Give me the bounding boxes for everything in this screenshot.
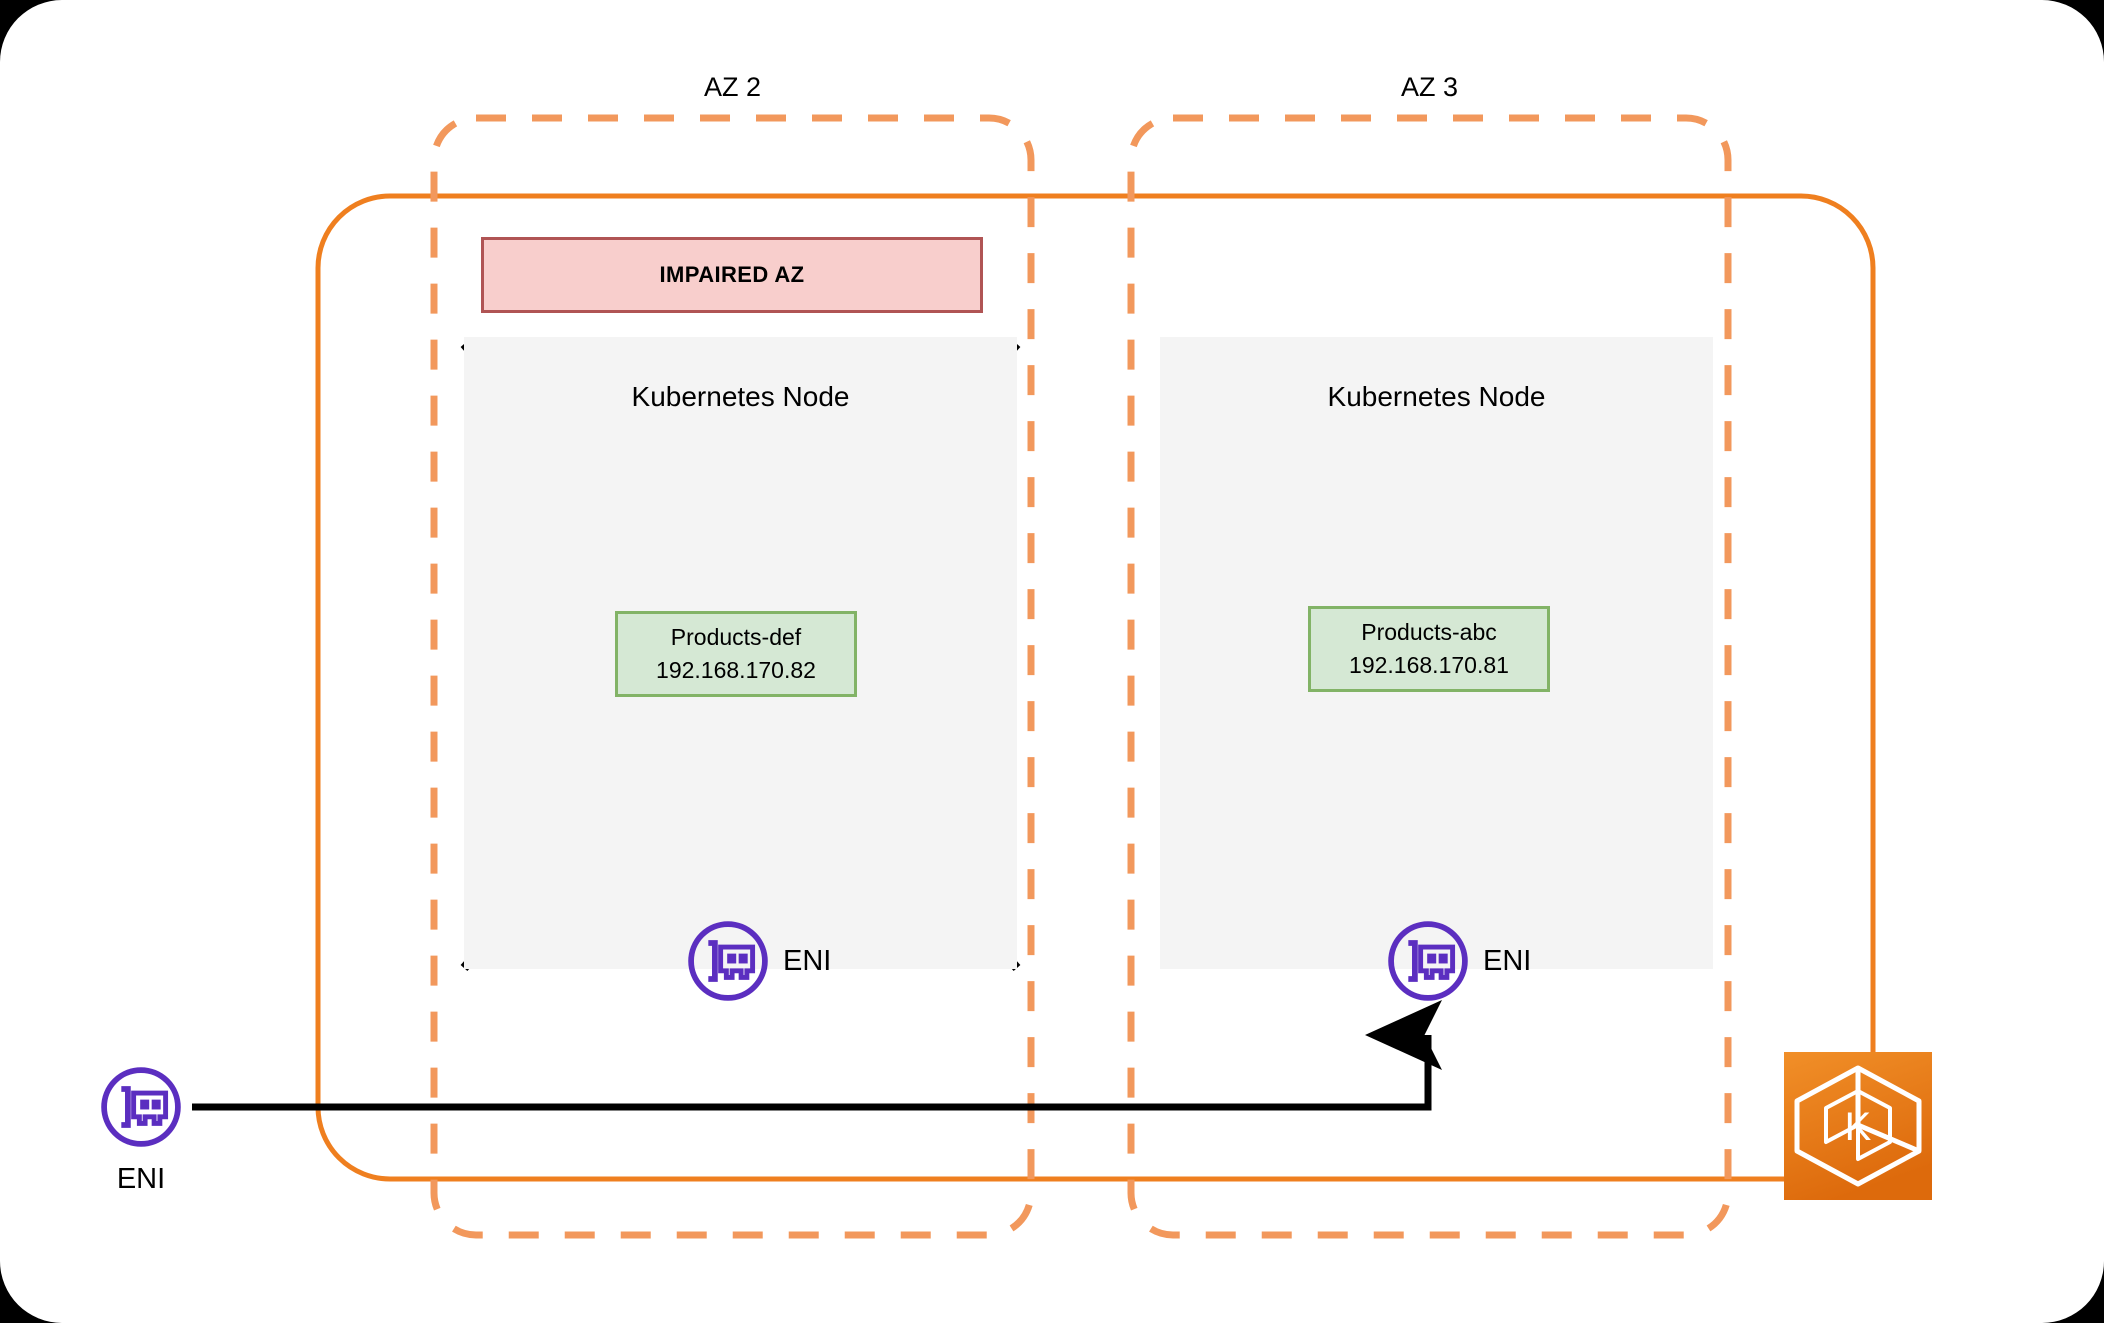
az3-eni-group: ENI [1387, 920, 1531, 1002]
network-interface-card-icon [101, 1067, 181, 1147]
az2-label: AZ 2 [703, 72, 762, 102]
az2-eni-label: ENI [783, 944, 832, 977]
external-eni-group [100, 1066, 182, 1148]
external-eni-label: ENI [116, 1163, 166, 1195]
eni-connector-path [192, 1000, 1442, 1111]
az3-pod-ip: 192.168.170.81 [1349, 652, 1509, 678]
svg-text:K: K [1845, 1105, 1872, 1149]
az2-pod-name: Products-def [670, 623, 802, 650]
impaired-az-text: IMPAIRED AZ [659, 262, 805, 287]
az2-node-title: Kubernetes Node [631, 381, 850, 412]
az3-eni-label: ENI [1483, 944, 1532, 977]
az3-node-title: Kubernetes Node [1327, 381, 1546, 412]
az2-pod-products-def: Products-def 192.168.170.82 [615, 611, 857, 697]
az3-pod-products-abc: Products-abc 192.168.170.81 [1308, 606, 1550, 692]
az2-pod-ip: 192.168.170.82 [656, 657, 816, 683]
az3-label: AZ 3 [1400, 72, 1459, 102]
network-interface-card-icon [688, 921, 768, 1001]
network-interface-card-icon [1388, 921, 1468, 1001]
az3-pod-name: Products-abc [1361, 618, 1497, 645]
az2-eni-group: ENI [687, 920, 831, 1002]
impaired-az-banner: IMPAIRED AZ [481, 237, 983, 313]
eks-kubernetes-logo-icon: K [1784, 1052, 1932, 1200]
